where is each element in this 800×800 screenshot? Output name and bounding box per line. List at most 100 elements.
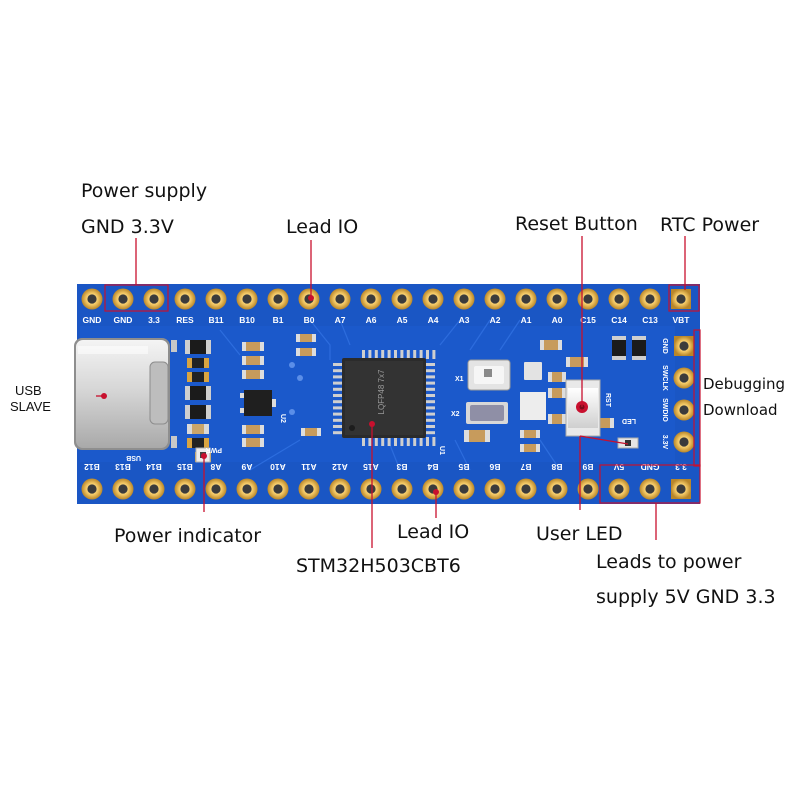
top-pin-label: A0 xyxy=(552,315,563,325)
bottom-pin-label: B14 xyxy=(146,462,162,472)
top-pin-label: A7 xyxy=(335,315,346,325)
top-pin-label: GND xyxy=(83,315,102,325)
top-pin-pad xyxy=(236,288,258,310)
u2-label: U2 xyxy=(279,414,286,423)
top-pin-pad xyxy=(174,288,196,310)
top-pin-pad xyxy=(671,289,691,309)
swd-pin-label: GND xyxy=(661,338,668,354)
callout-lead-io-bottom: Lead IO xyxy=(397,521,469,543)
top-pin-label: A1 xyxy=(521,315,532,325)
bottom-pin-pad xyxy=(205,478,227,500)
top-pin-pad xyxy=(143,288,165,310)
bottom-pin-pad xyxy=(608,478,630,500)
mcu-chip: LQFP48 7x7 xyxy=(333,350,436,446)
callout-dot-power-led xyxy=(201,453,207,459)
usb-c-connector xyxy=(74,338,177,450)
bottom-pin-pad xyxy=(236,478,258,500)
bottom-pin-pad xyxy=(577,478,599,500)
callout-reset-button: Reset Button xyxy=(515,213,638,235)
top-pin-label: C14 xyxy=(611,315,627,325)
bottom-pin-header xyxy=(81,478,691,500)
led-silk-label: LED xyxy=(622,417,636,424)
callout-power-indicator: Power indicator xyxy=(114,525,261,547)
bottom-pin-label: B4 xyxy=(427,462,438,472)
bottom-pin-label: A8 xyxy=(210,462,221,472)
top-pin-label: A6 xyxy=(366,315,377,325)
top-pin-pad xyxy=(453,288,475,310)
callout-dot-usb xyxy=(101,393,107,399)
top-pin-label: A2 xyxy=(490,315,501,325)
bottom-pin-pad xyxy=(453,478,475,500)
smd-components-left xyxy=(185,334,321,462)
bottom-pin-label: B5 xyxy=(458,462,469,472)
bottom-pin-pad xyxy=(267,478,289,500)
top-pin-pad xyxy=(112,288,134,310)
x1-label: X1 xyxy=(455,376,464,383)
top-pin-pad xyxy=(639,288,661,310)
swd-pin-pad xyxy=(673,431,695,453)
top-pin-pad xyxy=(422,288,444,310)
crystal-x2 xyxy=(466,402,508,424)
swd-header xyxy=(673,336,695,453)
bottom-pin-label: GND xyxy=(641,462,660,472)
usb-silk-label: USB xyxy=(126,454,141,461)
callout-usb-line1: USB xyxy=(15,383,42,398)
callout-user-led: User LED xyxy=(536,523,623,545)
top-pin-label: A5 xyxy=(397,315,408,325)
rst-silk-label: RST xyxy=(604,393,611,408)
callout-mcu: STM32H503CBT6 xyxy=(296,555,461,577)
bottom-pin-pad xyxy=(143,478,165,500)
crystal-x1 xyxy=(467,359,511,391)
bottom-pin-pad xyxy=(515,478,537,500)
user-led xyxy=(617,437,639,449)
x2-label: X2 xyxy=(451,411,460,418)
top-pin-label: B10 xyxy=(239,315,255,325)
bottom-pin-label: A10 xyxy=(270,462,286,472)
callout-dot-mcu xyxy=(369,421,375,427)
bottom-pin-label: A12 xyxy=(332,462,348,472)
bottom-pin-label: A15 xyxy=(363,462,379,472)
top-pin-header xyxy=(81,288,691,310)
top-pin-label: B11 xyxy=(208,315,223,325)
top-pin-pad xyxy=(484,288,506,310)
top-pin-label: C15 xyxy=(580,315,596,325)
bottom-pin-label: B3 xyxy=(396,462,407,472)
bottom-pin-pad xyxy=(112,478,134,500)
bottom-pin-pad xyxy=(81,478,103,500)
swd-pin-label: SWDIO xyxy=(661,398,668,422)
bottom-pin-label: B8 xyxy=(551,462,562,472)
top-pin-pad xyxy=(608,288,630,310)
callout-download: Download xyxy=(703,401,778,419)
bottom-pin-label: B6 xyxy=(489,462,500,472)
callout-dot-lead-io-top xyxy=(308,295,314,301)
top-pin-pad xyxy=(81,288,103,310)
pwr-silk-label: PWR xyxy=(206,446,222,453)
bottom-pin-pad xyxy=(422,478,444,500)
top-pin-pad xyxy=(205,288,227,310)
top-pin-label: B0 xyxy=(304,315,315,325)
swd-pin-pad xyxy=(674,336,694,356)
bottom-pin-label: A9 xyxy=(241,462,252,472)
top-pin-pad xyxy=(546,288,568,310)
top-pin-label: A3 xyxy=(459,315,470,325)
callout-power-supply-line2: GND 3.3V xyxy=(81,216,174,238)
u1-label: U1 xyxy=(438,446,445,455)
bottom-pin-label: B15 xyxy=(177,462,193,472)
top-pin-label: C13 xyxy=(642,315,658,325)
reset-button xyxy=(565,379,601,437)
top-pin-pad xyxy=(329,288,351,310)
callout-usb-line2: SLAVE xyxy=(10,399,51,414)
bottom-pin-pad xyxy=(546,478,568,500)
top-pin-pad xyxy=(360,288,382,310)
bottom-pin-pad xyxy=(671,479,691,499)
top-pin-label: A4 xyxy=(428,315,439,325)
callout-rtc-power: RTC Power xyxy=(660,214,759,236)
top-pin-label: RES xyxy=(176,315,194,325)
callout-lead-io-top: Lead IO xyxy=(286,216,358,238)
top-pin-label: VBT xyxy=(673,315,691,325)
top-pin-label: 3.3 xyxy=(148,315,160,325)
